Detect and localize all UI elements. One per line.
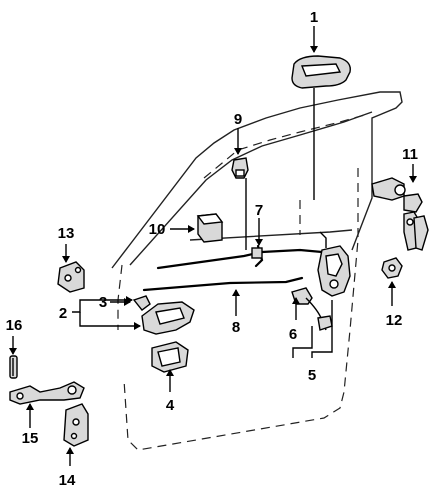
callout-5: 5 (308, 367, 316, 384)
callout-3: 3 (99, 294, 107, 311)
outside-door-handle (291, 55, 351, 200)
callout-8: 8 (232, 319, 240, 336)
lower-door-hinge (63, 403, 89, 447)
door-check-bolt (9, 355, 18, 379)
control-block (196, 213, 224, 243)
callout-7: 7 (255, 202, 263, 219)
upper-door-hinge (57, 261, 85, 293)
striker-bracket (381, 257, 403, 279)
door-check-strap (9, 381, 85, 405)
callout-13: 13 (58, 225, 75, 242)
callout-2: 2 (59, 305, 67, 322)
callout-6: 6 (289, 326, 297, 343)
leader-lines (9, 26, 417, 466)
lock-cylinder-and-keys (371, 177, 429, 251)
door-inner-panel (123, 113, 369, 451)
callout-4: 4 (166, 397, 175, 414)
handle-bezel (151, 341, 189, 373)
callout-9: 9 (234, 111, 242, 128)
lock-rods (142, 178, 324, 292)
callout-10: 10 (149, 221, 166, 238)
door-latch-assembly (291, 231, 351, 331)
callout-1: 1 (310, 9, 318, 26)
callout-14: 14 (59, 472, 76, 489)
callout-15: 15 (22, 430, 39, 447)
lock-rod-clip (231, 157, 249, 179)
callout-16: 16 (6, 317, 23, 334)
inside-door-handle (141, 301, 195, 335)
inside-handle-clip (132, 295, 151, 311)
callout-12: 12 (386, 312, 403, 329)
callout-11: 11 (402, 146, 418, 163)
